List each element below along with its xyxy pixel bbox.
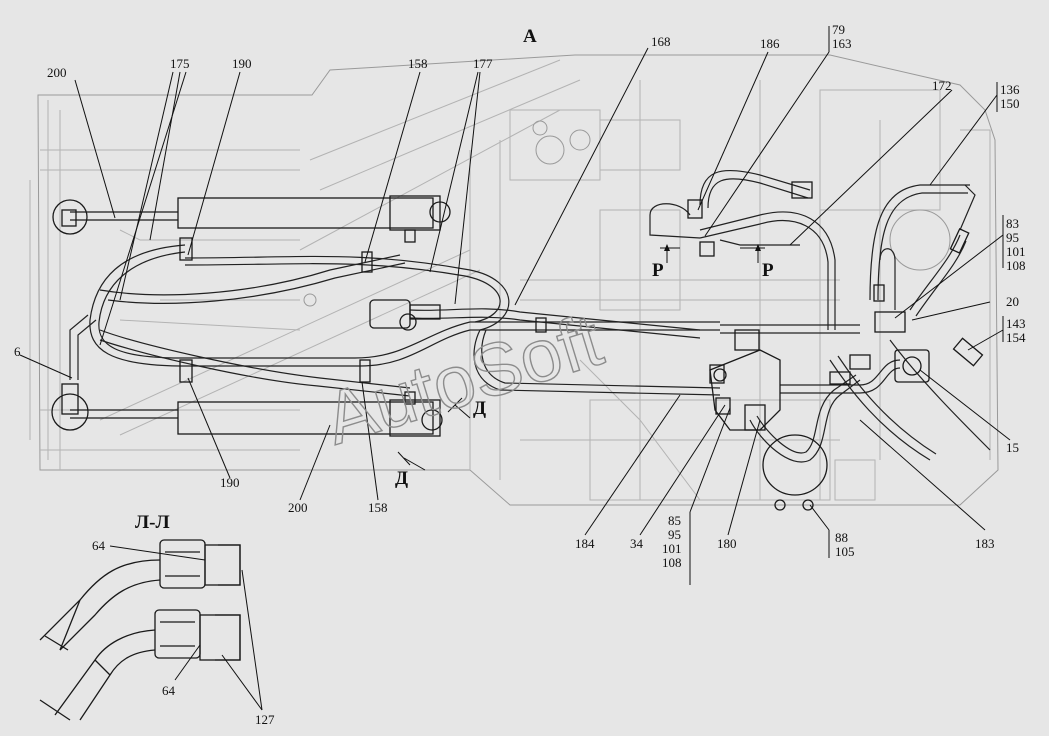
view-labels: А Л-Л Р Р Д Д <box>135 26 774 533</box>
callout-200-bottom: 200 <box>288 500 308 515</box>
callout-183: 183 <box>975 536 995 551</box>
callout-184: 184 <box>575 536 595 551</box>
upper-cylinder <box>52 195 451 235</box>
callout-175: 175 <box>170 56 190 71</box>
callout-177: 177 <box>473 56 493 71</box>
callout-105: 105 <box>835 544 855 559</box>
fittings <box>179 181 984 415</box>
callout-15: 15 <box>1006 440 1019 455</box>
callout-200-top: 200 <box>47 65 67 80</box>
callout-108-right: 108 <box>1006 258 1026 273</box>
callout-64-bottom: 64 <box>162 683 176 698</box>
callout-186: 186 <box>760 36 780 51</box>
section-detail-l-l <box>39 539 263 721</box>
callout-95-right: 95 <box>1006 230 1019 245</box>
callout-64-top: 64 <box>92 538 106 553</box>
callout-101-bottom: 101 <box>662 541 682 556</box>
callout-numbers: 200 175 190 158 177 168 186 79 163 172 1… <box>14 22 1026 727</box>
callout-108-bottom: 108 <box>662 555 682 570</box>
callout-168: 168 <box>651 34 671 49</box>
callout-101-right: 101 <box>1006 244 1026 259</box>
tank-ring <box>762 434 828 511</box>
callout-85: 85 <box>668 513 681 528</box>
section-label-l-l: Л-Л <box>135 512 170 533</box>
callout-136: 136 <box>1000 82 1020 97</box>
callout-150: 150 <box>1000 96 1020 111</box>
callout-83: 83 <box>1006 216 1019 231</box>
section-markers-d <box>397 397 471 471</box>
hose-lines <box>69 169 991 463</box>
callout-127: 127 <box>255 712 275 727</box>
callout-20: 20 <box>1006 294 1019 309</box>
main-distributor <box>709 329 781 431</box>
section-mark-d-lower: Д <box>395 468 408 489</box>
view-label-a: А <box>523 26 537 47</box>
section-mark-p-left: Р <box>652 260 664 281</box>
section-markers-p <box>660 244 765 263</box>
section-mark-p-right: Р <box>762 260 774 281</box>
section-mark-d-upper: Д <box>473 398 486 419</box>
callout-158-top: 158 <box>408 56 428 71</box>
lower-cylinder <box>51 383 443 437</box>
callout-158-bottom: 158 <box>368 500 388 515</box>
callout-95-bottom: 95 <box>668 527 681 542</box>
callout-79: 79 <box>832 22 845 37</box>
callout-190-top: 190 <box>232 56 252 71</box>
callout-154: 154 <box>1006 330 1026 345</box>
callout-88: 88 <box>835 530 848 545</box>
callout-34: 34 <box>630 536 644 551</box>
callout-163: 163 <box>832 36 852 51</box>
center-valve-block <box>369 299 441 331</box>
right-valve <box>894 349 930 383</box>
callout-172: 172 <box>932 78 952 93</box>
callout-180: 180 <box>717 536 737 551</box>
background-frame <box>29 54 999 506</box>
leader-lines <box>19 26 1011 585</box>
callout-190-bottom: 190 <box>220 475 240 490</box>
watermark-text: AutoSoft <box>315 298 611 460</box>
callout-143: 143 <box>1006 316 1026 331</box>
callout-6: 6 <box>14 344 21 359</box>
